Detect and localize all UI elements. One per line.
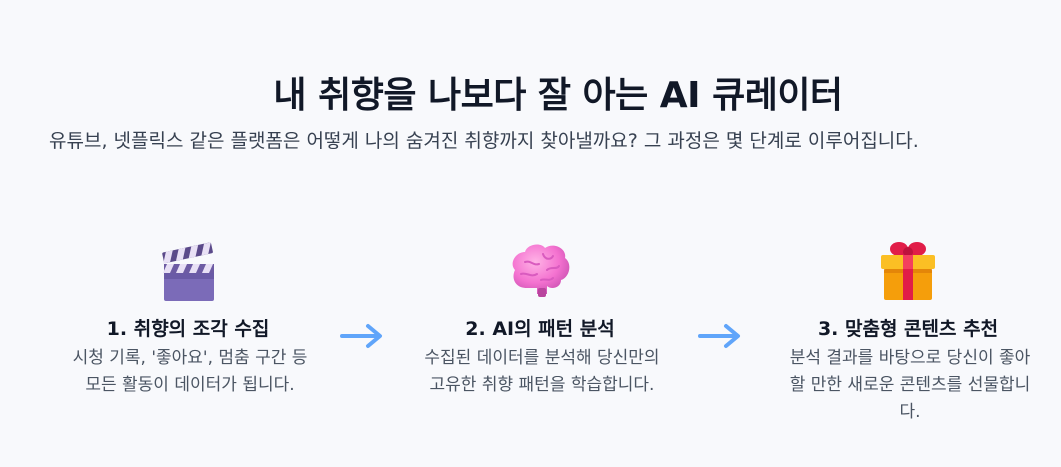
clapperboard-icon [63,238,313,304]
step-description: 수집된 데이터를 분석해 당신만의 고유한 취향 패턴을 학습합니다. [424,348,660,395]
brain-icon [415,238,665,304]
page-title: 내 취향을 나보다 잘 아는 AI 큐레이터 [273,75,843,116]
step-card-analyze: 2. AI의 패턴 분석 수집된 데이터를 분석해 당신만의 고유한 취향 패턴… [415,238,665,399]
step-description: 시청 기록, '좋아요', 멈춤 구간 등 모든 활동이 데이터가 됩니다. [72,348,308,395]
step-title: 2. AI의 패턴 분석 [465,318,615,340]
step-title: 3. 맞춤형 콘텐츠 추천 [817,318,999,340]
step-card-recommend: 3. 맞춤형 콘텐츠 추천 분석 결과를 바탕으로 당신이 좋아할 만한 새로운… [783,238,1033,426]
arrow-right-icon [698,324,740,348]
step-description: 분석 결과를 바탕으로 당신이 좋아할 만한 새로운 콘텐츠를 선물합니다. [789,348,1031,422]
gift-icon [783,238,1033,304]
arrow-right-icon [340,324,382,348]
step-title: 1. 취향의 조각 수집 [106,318,270,340]
step-card-collect: 1. 취향의 조각 수집 시청 기록, '좋아요', 멈춤 구간 등 모든 활동… [63,238,313,399]
page-subtitle: 유튜브, 넷플릭스 같은 플랫폼은 어떻게 나의 숨겨진 취향까지 찾아낼까요?… [49,130,919,152]
